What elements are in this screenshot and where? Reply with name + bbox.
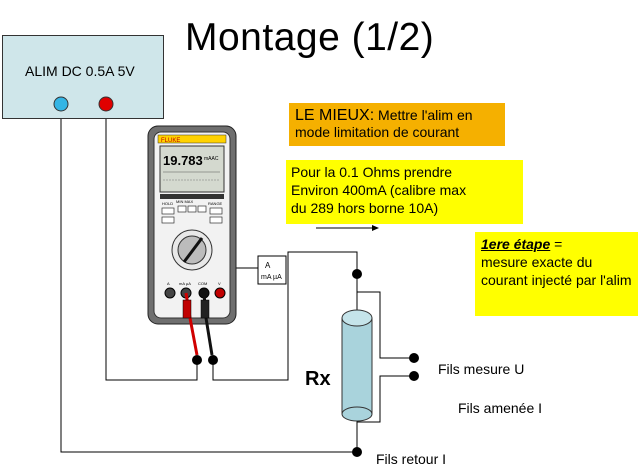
page-title: Montage (1/2) — [185, 16, 435, 59]
meter-display-value: 19.783 — [163, 153, 203, 168]
label-fils-mesure: Fils mesure U — [438, 361, 525, 377]
rx-label: Rx — [305, 368, 331, 390]
note-first-step: 1ere étape = mesure exacte du courant in… — [475, 232, 638, 316]
wire-meter-to-rx-top — [212, 251, 358, 381]
wire-psu-neg-return — [60, 104, 357, 453]
jack-label-bottom: mA µA — [261, 274, 282, 281]
wire-sense-top — [357, 291, 414, 359]
wire-psu-pos-to-meter — [105, 104, 198, 381]
note-range-line2: Environ 400mA (calibre max — [291, 182, 467, 198]
note-step-text: mesure exacte du courant injecté par l'a… — [481, 254, 632, 288]
meter-terminal-com: COM — [198, 281, 207, 286]
meter-terminal-ma: mA µA — [179, 281, 191, 286]
note-range: Pour la 0.1 Ohms prendre Environ 400mA (… — [286, 160, 523, 224]
junction-dots — [192, 269, 419, 457]
arrow — [316, 225, 379, 231]
meter-button-range: RANGE — [208, 201, 223, 206]
meter-terminal-a: A — [167, 281, 170, 286]
wire-sense-bottom — [357, 375, 414, 423]
note-step-title: 1ere étape — [481, 236, 551, 252]
power-supply-label: ALIM DC 0.5A 5V — [25, 63, 135, 79]
note-best-text: Mettre l'alim en mode limitation de cour… — [295, 107, 473, 140]
label-fils-amenee: Fils amenée I — [458, 400, 543, 416]
note-best-lead: LE MIEUX: — [295, 107, 375, 124]
multimeter: FLUKE 19.783 mAAC HOLD MIN MAX RANGE A m — [147, 125, 237, 356]
note-best-practice: LE MIEUX: Mettre l'alim en mode limitati… — [289, 103, 505, 146]
meter-brand: FLUKE — [161, 138, 180, 144]
label-fils-retour: Fils retour I — [376, 451, 447, 467]
meter-terminal-v: V — [218, 281, 221, 286]
meter-display-unit: mAAC — [204, 156, 219, 162]
note-step-eq: = — [550, 236, 563, 252]
jack-label-top: A — [265, 261, 271, 270]
meter-button-hold: HOLD — [162, 201, 173, 206]
power-supply: ALIM DC 0.5A 5V — [2, 35, 164, 119]
meter-button-minmax: MIN MAX — [176, 199, 193, 204]
resistor-rx — [341, 309, 373, 422]
note-range-line1: Pour la 0.1 Ohms prendre — [291, 164, 453, 180]
note-range-line3: du 289 hors borne 10A) — [291, 200, 439, 216]
meter-buttons — [161, 205, 223, 224]
wires — [60, 104, 414, 453]
jack-box: A mA µA — [257, 255, 287, 285]
